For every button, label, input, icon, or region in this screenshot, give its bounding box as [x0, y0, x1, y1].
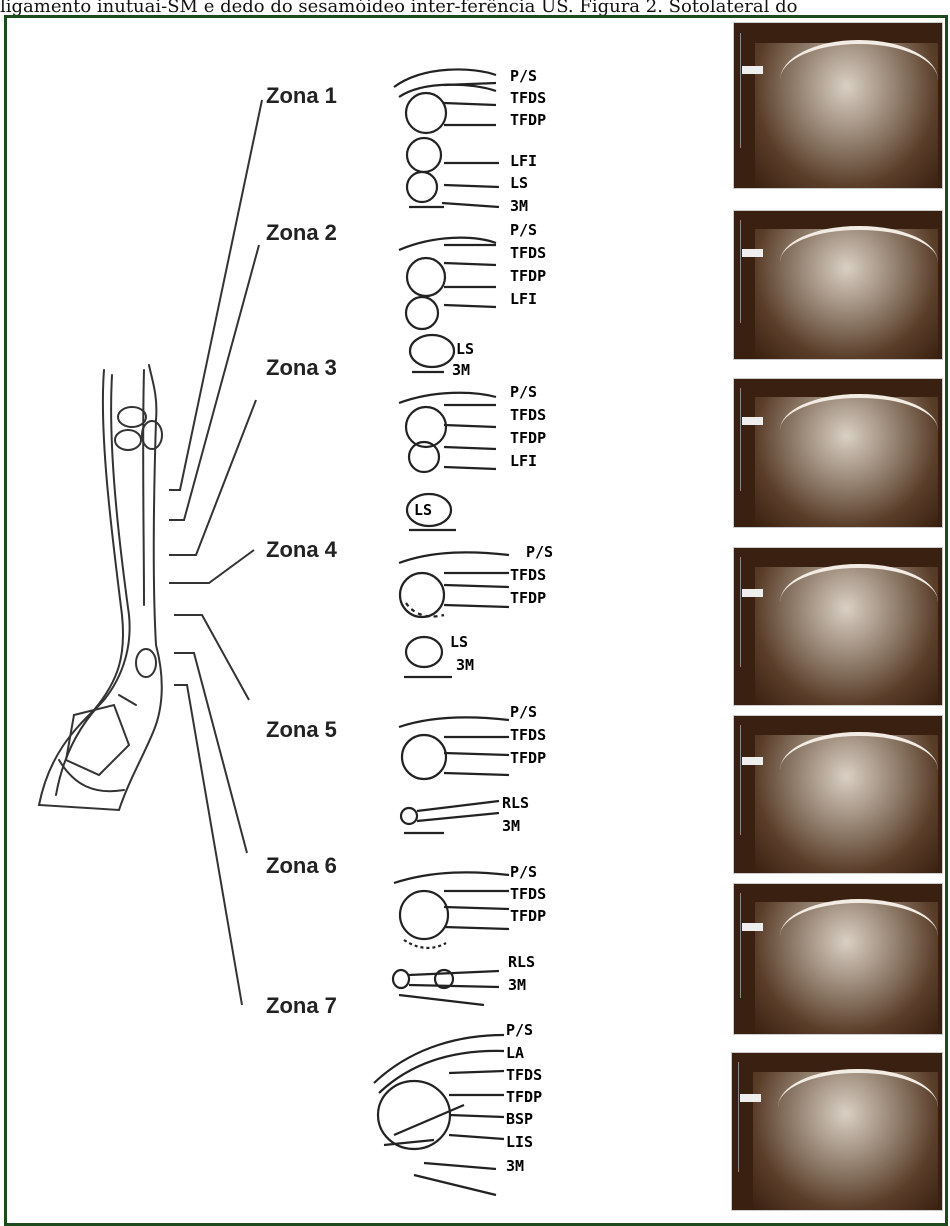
z4-label-tfds: TFDS	[510, 566, 546, 584]
z2-label-3m: 3M	[452, 361, 470, 379]
z4-label-ps: P/S	[526, 543, 553, 561]
zone-label-6: Zona 6	[266, 853, 337, 878]
z1-label-ls: LS	[510, 174, 528, 192]
z1-label-3m: 3M	[510, 197, 528, 215]
zone-label-5: Zona 5	[266, 717, 337, 742]
zone-label-7: Zona 7	[266, 993, 337, 1018]
z6-label-rls: RLS	[508, 953, 535, 971]
z4-label-3m: 3M	[456, 656, 474, 674]
z6-label-3m: 3M	[508, 976, 526, 994]
ultrasound-image-zone-4	[733, 547, 943, 706]
z7-label-lis: LIS	[506, 1133, 533, 1151]
z6-label-tfds: TFDS	[510, 885, 546, 903]
z1-label-ps: P/S	[510, 67, 537, 85]
z1-label-tfds: TFDS	[510, 89, 546, 107]
z5-label-tfdp: TFDP	[510, 749, 546, 767]
z6-label-ps: P/S	[510, 863, 537, 881]
z5-label-3m: 3M	[502, 817, 520, 835]
z7-label-tfds: TFDS	[506, 1066, 542, 1084]
z7-label-tfdp: TFDP	[506, 1088, 542, 1106]
z5-label-tfds: TFDS	[510, 726, 546, 744]
z1-label-lfi: LFI	[510, 152, 537, 170]
zone-label-4: Zona 4	[266, 537, 338, 562]
cross-section-sketches	[374, 69, 509, 1195]
z3-label-tfdp: TFDP	[510, 429, 546, 447]
leg-illustration	[39, 365, 162, 810]
z3-label-lfi: LFI	[510, 452, 537, 470]
z2-label-ls: LS	[456, 340, 474, 358]
z2-label-ps: P/S	[510, 221, 537, 239]
z6-label-tfdp: TFDP	[510, 907, 546, 925]
z7-label-bsp: BSP	[506, 1110, 533, 1128]
z7-label-3m: 3M	[506, 1157, 524, 1175]
zone-label-2: Zona 2	[266, 220, 337, 245]
z7-label-la: LA	[506, 1044, 524, 1062]
z5-label-ps: P/S	[510, 703, 537, 721]
z3-label-tfds: TFDS	[510, 406, 546, 424]
z2-label-tfds: TFDS	[510, 244, 546, 262]
ultrasound-image-zone-3	[733, 378, 943, 528]
z4-label-tfdp: TFDP	[510, 589, 546, 607]
ultrasound-image-zone-2	[733, 210, 943, 360]
ultrasound-image-zone-6	[733, 883, 943, 1035]
z7-label-ps: P/S	[506, 1021, 533, 1039]
z2-label-lfi: LFI	[510, 290, 537, 308]
zone-pointer-lines	[169, 100, 262, 1005]
z4-label-ls: LS	[450, 633, 468, 651]
ultrasound-image-zone-7	[731, 1052, 943, 1211]
ultrasound-image-zone-5	[733, 715, 943, 874]
z2-label-tfdp: TFDP	[510, 267, 546, 285]
structure-labels: P/S TFDS TFDP LFI LS 3M P/S TFDS TFDP LF…	[414, 67, 553, 1175]
z3-label-ls: LS	[414, 501, 432, 519]
zone-label-3: Zona 3	[266, 355, 337, 380]
z3-label-ps: P/S	[510, 383, 537, 401]
z1-label-tfdp: TFDP	[510, 111, 546, 129]
z5-label-rls: RLS	[502, 794, 529, 812]
ultrasound-image-zone-1	[733, 22, 943, 189]
zone-label-1: Zona 1	[266, 83, 337, 108]
